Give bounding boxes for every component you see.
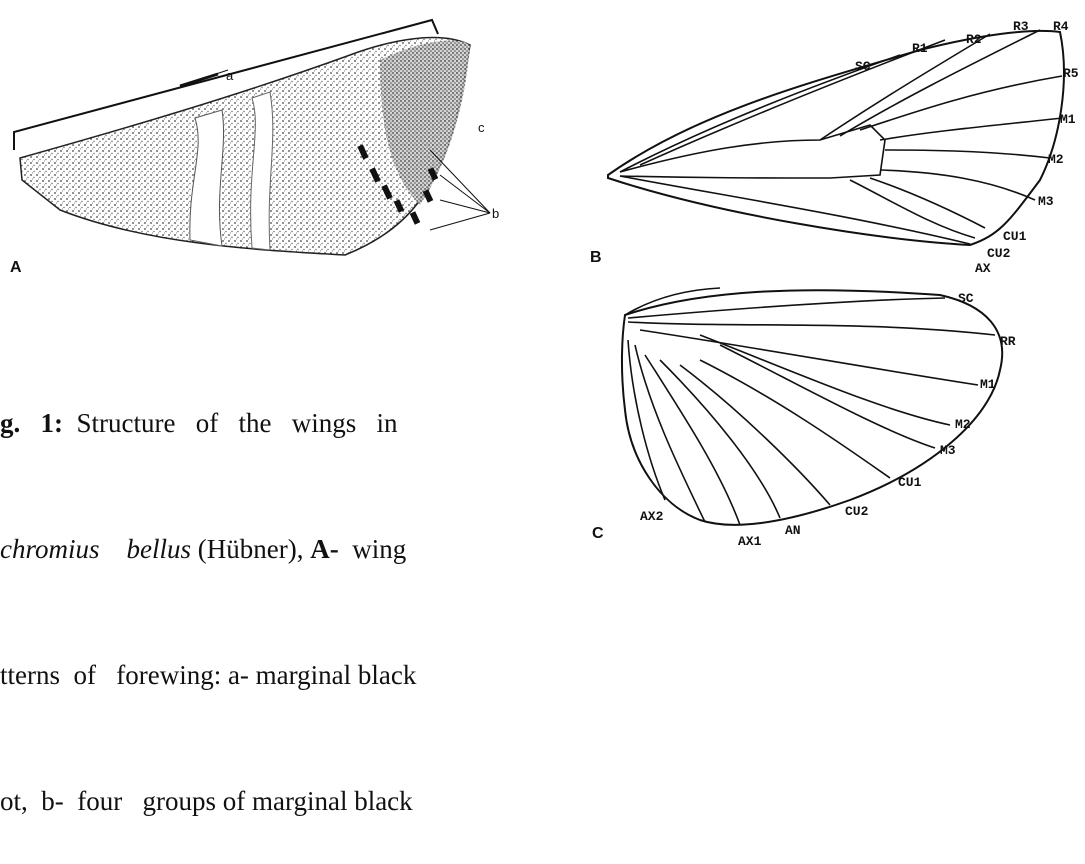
hindwing-c-veins <box>628 298 995 525</box>
caption-line-4: ot, b- four groups of marginal black <box>0 780 600 822</box>
panel-a-label: A <box>10 259 22 276</box>
vein-label-r5: R5 <box>1063 66 1079 81</box>
caption-panel-a-ref: A- <box>310 534 339 564</box>
vein-label-r1: R1 <box>912 41 928 56</box>
vein-label-c-m3: M3 <box>940 443 956 458</box>
caption-authority: (Hübner), <box>191 534 310 564</box>
forewing-b-veins <box>620 30 1062 244</box>
caption-line-1-text: Structure of the wings in <box>63 408 397 438</box>
vein-label-cu1: CU1 <box>1003 229 1027 244</box>
marker-b-label: b <box>492 206 499 221</box>
vein-label-r3: R3 <box>1013 19 1029 34</box>
figure-caption: g. 1: Structure of the wings in chromius… <box>0 318 600 864</box>
caption-line-1: g. 1: Structure of the wings in <box>0 402 600 444</box>
vein-label-r2: R2 <box>966 32 982 47</box>
vein-label-c-ax1: AX1 <box>738 534 762 546</box>
vein-label-c-m1: M1 <box>980 377 996 392</box>
forewing-b-outline <box>608 31 1064 245</box>
vein-label-ax: AX <box>975 261 991 276</box>
vein-label-c-ax2: AX2 <box>640 509 664 524</box>
caption-fig-number: g. 1: <box>0 408 63 438</box>
vein-label-c-cu1: CU1 <box>898 475 922 490</box>
panel-b-forewing-venation: SC R1 R2 R3 R4 R5 M1 M2 M3 CU1 CU2 AX B <box>590 19 1079 276</box>
marker-c-label: c <box>478 120 485 135</box>
caption-line-3: tterns of forewing: a- marginal black <box>0 654 600 696</box>
vein-label-m1: M1 <box>1060 112 1076 127</box>
vein-label-c-cu2: CU2 <box>845 504 869 519</box>
vein-label-c-m2: M2 <box>955 417 971 432</box>
caption-species-name: chromius bellus <box>0 534 191 564</box>
caption-line-2: chromius bellus (Hübner), A- wing <box>0 528 600 570</box>
vein-label-m2: M2 <box>1048 152 1064 167</box>
caption-line-2-tail: wing <box>339 534 407 564</box>
vein-label-c-sc: SC <box>958 291 974 306</box>
vein-label-sc: SC <box>855 59 871 74</box>
panel-a-forewing-pattern: a b c A <box>10 20 499 276</box>
panel-b-label: B <box>590 249 602 266</box>
vein-label-m3: M3 <box>1038 194 1054 209</box>
vein-label-c-an: AN <box>785 523 801 538</box>
marker-a-label: a <box>226 68 234 83</box>
panel-c-hindwing-venation: SC RR M1 M2 M3 CU1 CU2 AN AX1 AX2 C <box>592 288 1016 546</box>
marker-a-spot <box>180 74 218 86</box>
vein-label-r4: R4 <box>1053 19 1069 34</box>
vein-label-cu2: CU2 <box>987 246 1011 261</box>
vein-label-c-rr: RR <box>1000 334 1016 349</box>
